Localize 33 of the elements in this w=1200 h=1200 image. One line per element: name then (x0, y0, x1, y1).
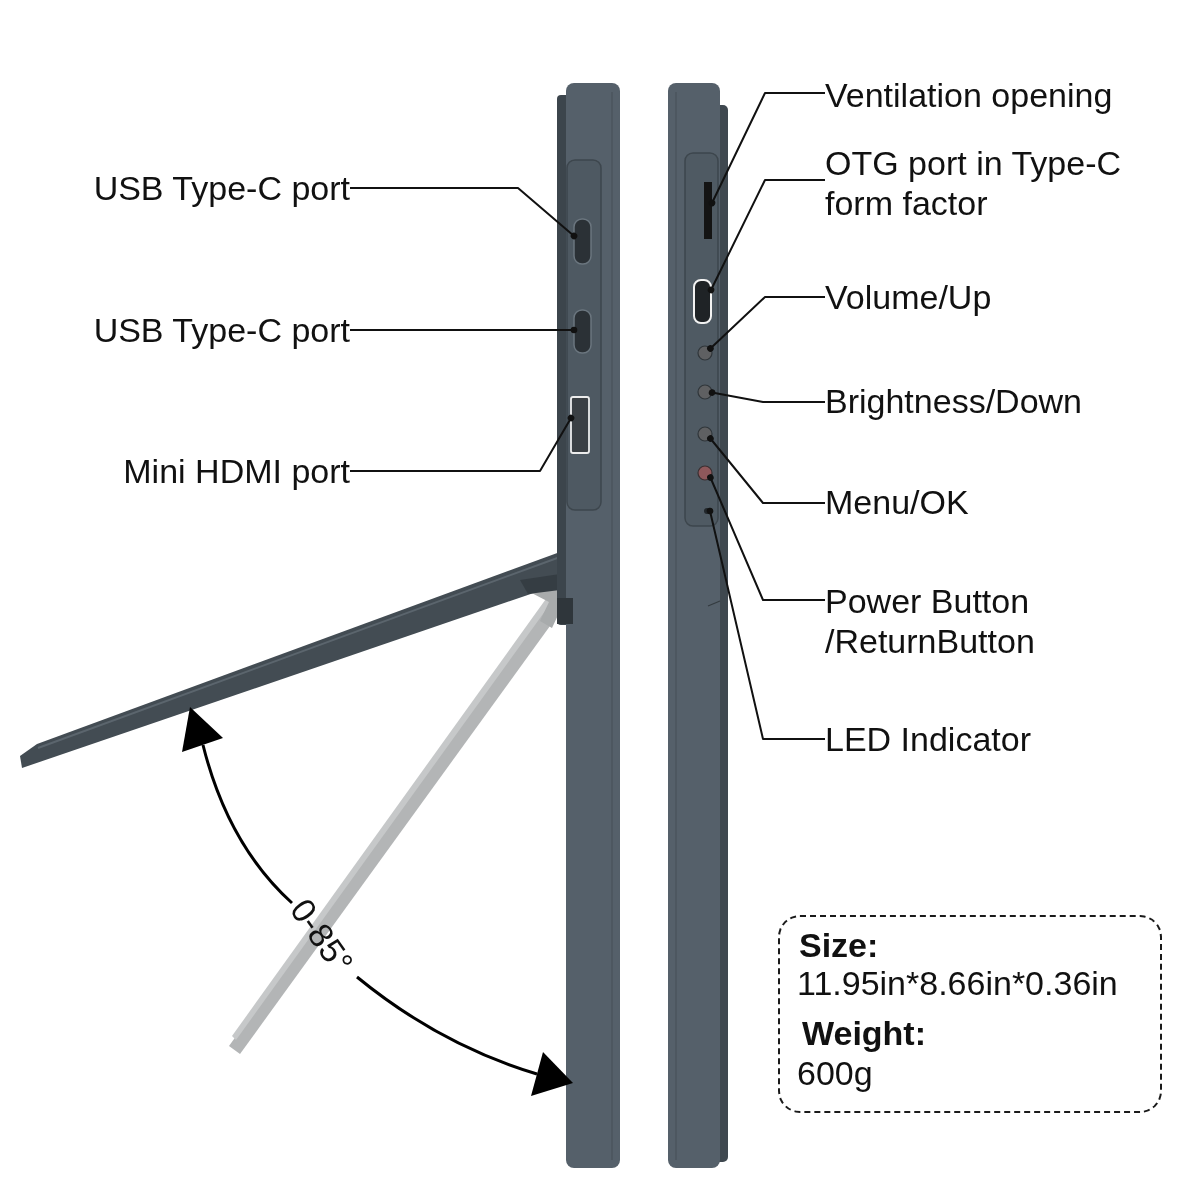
usb-c-port (573, 309, 592, 354)
callout-label: Menu/OK (825, 482, 969, 522)
side-button (697, 345, 713, 361)
leader-line (349, 187, 578, 240)
callout-label: Brightness/Down (825, 381, 1082, 421)
spec-value: 11.95in*8.66in*0.36in (797, 963, 1118, 1003)
spec-heading: Weight: (802, 1013, 926, 1053)
leader-line (707, 435, 826, 504)
side-button (697, 426, 713, 442)
callout-label: Mini HDMI port (123, 451, 350, 491)
callout-label: LED Indicator (825, 719, 1031, 759)
callout-label: Power Button /ReturnButton (825, 581, 1075, 661)
leader-line (708, 389, 826, 403)
power-button (697, 465, 713, 481)
leader-line (707, 179, 826, 294)
led-dot (704, 508, 710, 514)
callout-label: Ventilation opening (825, 75, 1113, 115)
leader-line (707, 296, 826, 352)
hdmi-port (570, 396, 590, 454)
callout-label: USB Type-C port (93, 168, 350, 208)
callout-label: Volume/Up (825, 277, 992, 317)
callout-label: OTG port in Type-C form factor (825, 143, 1165, 223)
usb-c-port (693, 279, 712, 324)
spec-panel (778, 915, 1162, 1113)
leader-line (707, 474, 826, 601)
vent-slot (704, 182, 712, 239)
leader-line (349, 326, 578, 334)
spec-heading: Size: (799, 925, 879, 965)
callout-label: USB Type-C port (93, 310, 350, 350)
leader-line (349, 414, 575, 472)
spec-value: 600g (797, 1053, 873, 1093)
usb-c-port (573, 218, 592, 265)
leader-line (706, 507, 826, 740)
